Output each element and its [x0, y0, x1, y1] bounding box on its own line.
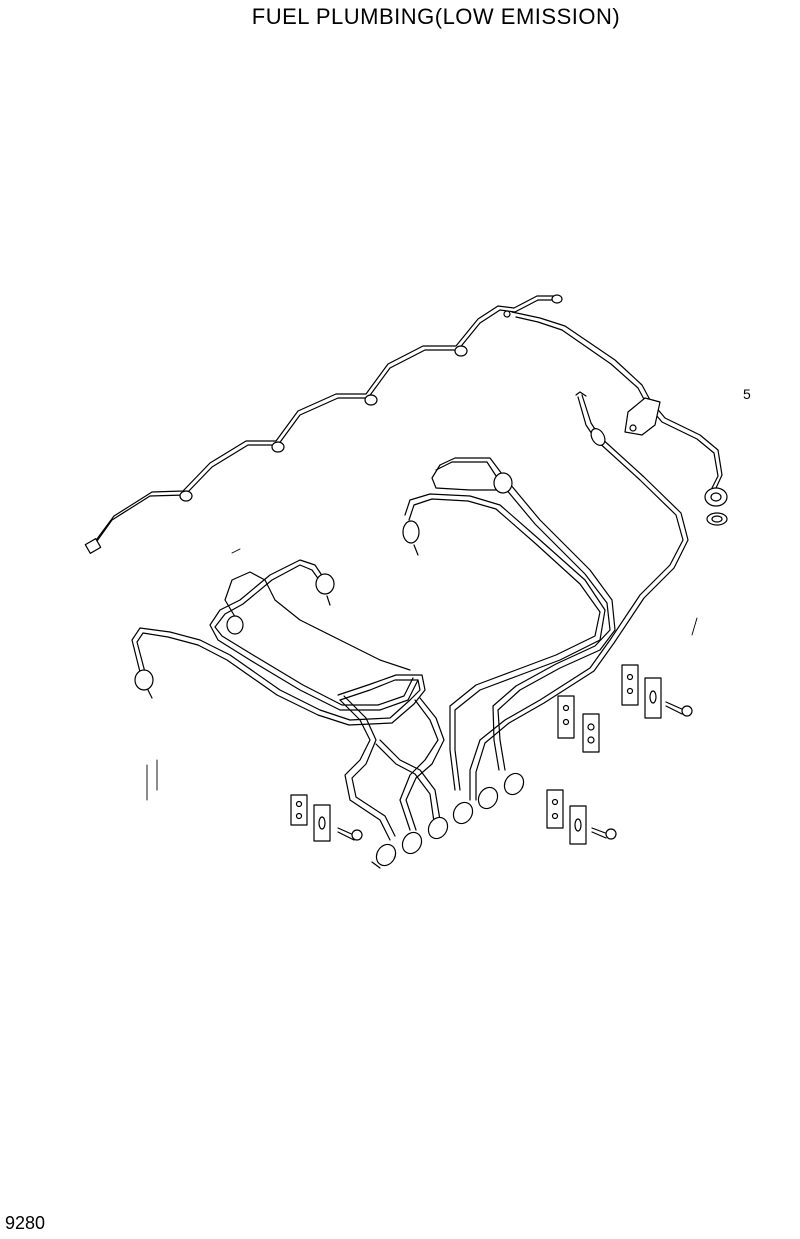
- part-callout-5: 5: [743, 386, 751, 402]
- leader-marks: [146, 548, 698, 801]
- clamp-set-right-icon: [621, 664, 693, 719]
- page-title: FUEL PLUMBING(LOW EMISSION): [251, 4, 621, 29]
- page-number: 9280: [5, 1213, 46, 1233]
- injection-pipe-icon: [402, 391, 689, 801]
- fuel-return-line-icon: [84, 294, 728, 554]
- pump-fittings-icon: [371, 772, 525, 869]
- clamp-set-middle-icon: [557, 695, 600, 753]
- clamp-set-lower-right-icon: [546, 789, 617, 845]
- injection-pipe-cluster-icon: [131, 559, 445, 841]
- clamp-set-left-icon: [290, 794, 363, 842]
